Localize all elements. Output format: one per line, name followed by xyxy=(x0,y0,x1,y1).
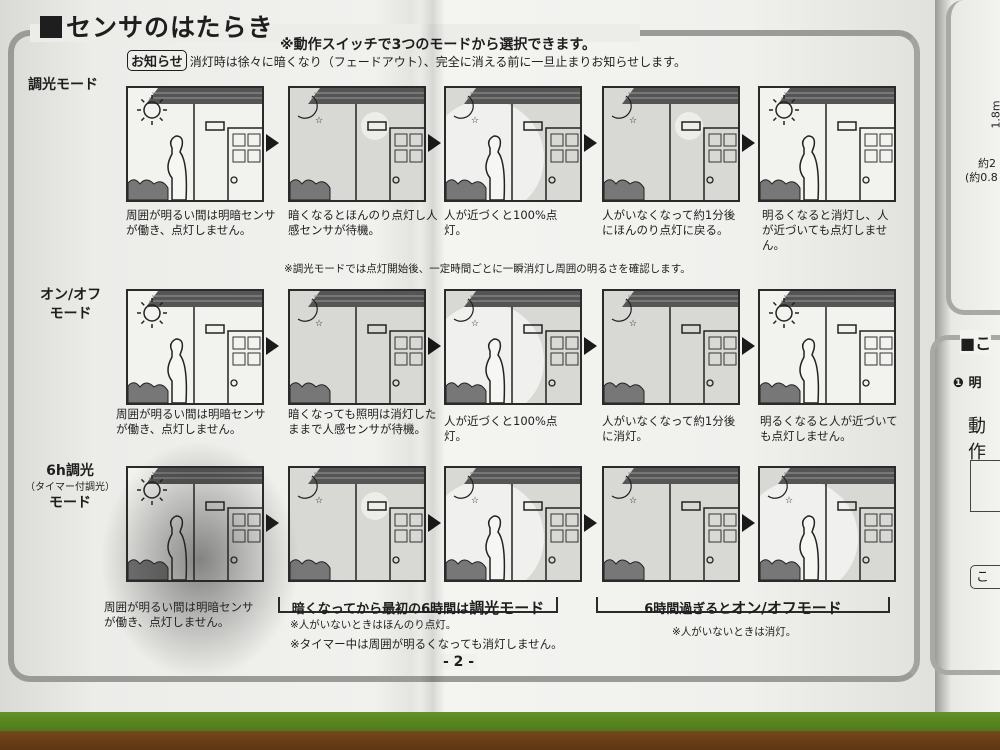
next-step-arrow-icon xyxy=(584,134,597,152)
scene-illustration-night: ☆ xyxy=(444,466,582,582)
bracket-text: 暗くなってから最初の6時間は xyxy=(291,602,470,617)
scene-illustration-night: ☆ xyxy=(602,289,740,405)
panel-desc: 人が近づくと100%点灯。 xyxy=(444,208,558,237)
panel-desc: 暗くなるとほんのり点灯し人感センサが待機。 xyxy=(288,208,438,237)
notice-badge: お知らせ xyxy=(127,50,187,71)
panel-desc: 人がいなくなって約1分後にほんのり点灯に戻る。 xyxy=(602,208,736,237)
panel-desc: 周囲が明るい間は明暗センサが働き、点灯しません。 xyxy=(126,208,276,237)
scene-illustration-day xyxy=(758,86,896,202)
mode-label-text-2: モード xyxy=(49,306,92,322)
svg-text:☆: ☆ xyxy=(471,116,479,126)
timer-bracket-dimming: 暗くなってから最初の6時間は調光モード xyxy=(278,597,558,617)
scene-illustration-night: ☆ xyxy=(444,86,582,202)
scene-illustration-night: ☆ xyxy=(288,86,426,202)
panel-desc: 周囲が明るい間は明暗センサが働き、点灯しません。 xyxy=(104,600,254,629)
next-step-arrow-icon xyxy=(428,134,441,152)
bracket-mode-name: 調光モード xyxy=(469,599,545,617)
panel-desc: 明るくなると消灯し、人が近づいても点灯しません。 xyxy=(762,208,889,252)
panel-desc: 人が近づくと100%点灯。 xyxy=(444,414,558,443)
next-step-arrow-icon xyxy=(266,134,279,152)
section-title: センサのはたらき xyxy=(40,8,274,44)
scene-illustration-night: ☆ xyxy=(602,466,740,582)
scene-illustration-day xyxy=(126,466,264,582)
svg-text:☆: ☆ xyxy=(629,319,637,329)
panel-desc: 人がいなくなって約1分後に消灯。 xyxy=(602,414,736,443)
mode-label-dimming: 調光モード xyxy=(28,76,98,95)
side-device-drawing xyxy=(970,460,1000,512)
next-step-arrow-icon xyxy=(266,514,279,532)
side-heading: 動作 xyxy=(968,416,986,463)
timer-bracket-onoff: 6時間過ぎるとオン/オフモード xyxy=(596,597,890,617)
side-section-mark: ■こ xyxy=(960,330,992,354)
panel-desc: 明るくなると人が近づいても点灯しません。 xyxy=(760,414,898,443)
section-subtitle: ※動作スイッチで3つのモードから選択できます。 xyxy=(280,37,596,53)
bracket-mode-name: オン/オフモード xyxy=(731,599,842,617)
svg-text:☆: ☆ xyxy=(629,496,637,506)
svg-text:☆: ☆ xyxy=(315,116,323,126)
mode-label-6h-dimming: 6h調光 （タイマー付調光） モード xyxy=(22,462,118,513)
mode-label-text: 調光モード xyxy=(28,77,98,93)
dimming-footnote: ※調光モードでは点灯開始後、一定時間ごとに一瞬消灯し周囲の明るさを確認します。 xyxy=(284,263,691,275)
adjacent-page xyxy=(935,0,1000,712)
panel-desc: 周囲が明るい間は明暗センサが働き、点灯しません。 xyxy=(116,407,266,436)
side-step-1: ❶ 明 xyxy=(953,376,982,391)
scene-illustration-night: ☆ xyxy=(602,86,740,202)
next-step-arrow-icon xyxy=(428,337,441,355)
panel-desc: 暗くなっても照明は消灯したままで人感センサが待機。 xyxy=(288,407,437,436)
timer-note-2: ※タイマー中は周囲が明るくなっても消灯しません。 xyxy=(290,637,563,651)
mode-label-subtext: （タイマー付調光） xyxy=(25,482,115,493)
side-dimension-3: (約0.8 xyxy=(965,171,998,184)
side-button-frag: こ xyxy=(970,565,1000,589)
notice-line: お知らせ消灯時は徐々に暗くなり（フェードアウト）、完全に消える前に一旦止まりお知… xyxy=(127,50,686,71)
svg-text:☆: ☆ xyxy=(785,496,793,506)
scene-illustration-night: ☆ xyxy=(444,289,582,405)
page-number: - 2 - xyxy=(440,654,478,670)
next-step-arrow-icon xyxy=(742,514,755,532)
frame-gap xyxy=(30,24,640,42)
scene-illustration-night: ☆ xyxy=(758,466,896,582)
next-step-arrow-icon xyxy=(584,337,597,355)
scene-illustration-night: ☆ xyxy=(288,289,426,405)
svg-text:☆: ☆ xyxy=(315,496,323,506)
svg-text:☆: ☆ xyxy=(471,319,479,329)
scene-illustration-day xyxy=(126,289,264,405)
square-bullet-icon xyxy=(40,16,62,38)
side-dimension-1: 1.8m xyxy=(989,100,1000,129)
timer-note-1: ※人がいないときはほんのり点灯。 xyxy=(290,619,457,631)
mode-label-text: 6h調光 xyxy=(46,463,94,479)
next-step-arrow-icon xyxy=(742,134,755,152)
next-step-arrow-icon xyxy=(584,514,597,532)
next-step-arrow-icon xyxy=(266,337,279,355)
next-step-arrow-icon xyxy=(428,514,441,532)
scene-illustration-day xyxy=(758,289,896,405)
onoff-note: ※人がいないときは消灯。 xyxy=(672,626,797,638)
bracket-text: 6時間過ぎると xyxy=(644,602,732,617)
section-title-text: センサのはたらき xyxy=(66,13,274,42)
wooden-table-background xyxy=(0,728,1000,750)
side-dimension-2: 約2 xyxy=(978,157,996,170)
scene-illustration-day xyxy=(126,86,264,202)
side-page-frame xyxy=(946,0,1000,315)
mode-label-text: オン/オフ xyxy=(40,287,102,303)
notice-text: 消灯時は徐々に暗くなり（フェードアウト）、完全に消える前に一旦止まりお知らせしま… xyxy=(189,55,686,69)
mode-label-onoff: オン/オフ モード xyxy=(40,286,101,324)
scene-illustration-night: ☆ xyxy=(288,466,426,582)
next-step-arrow-icon xyxy=(742,337,755,355)
svg-text:☆: ☆ xyxy=(315,319,323,329)
svg-text:☆: ☆ xyxy=(629,116,637,126)
svg-text:☆: ☆ xyxy=(471,496,479,506)
mode-label-text-2: モード xyxy=(49,495,91,511)
